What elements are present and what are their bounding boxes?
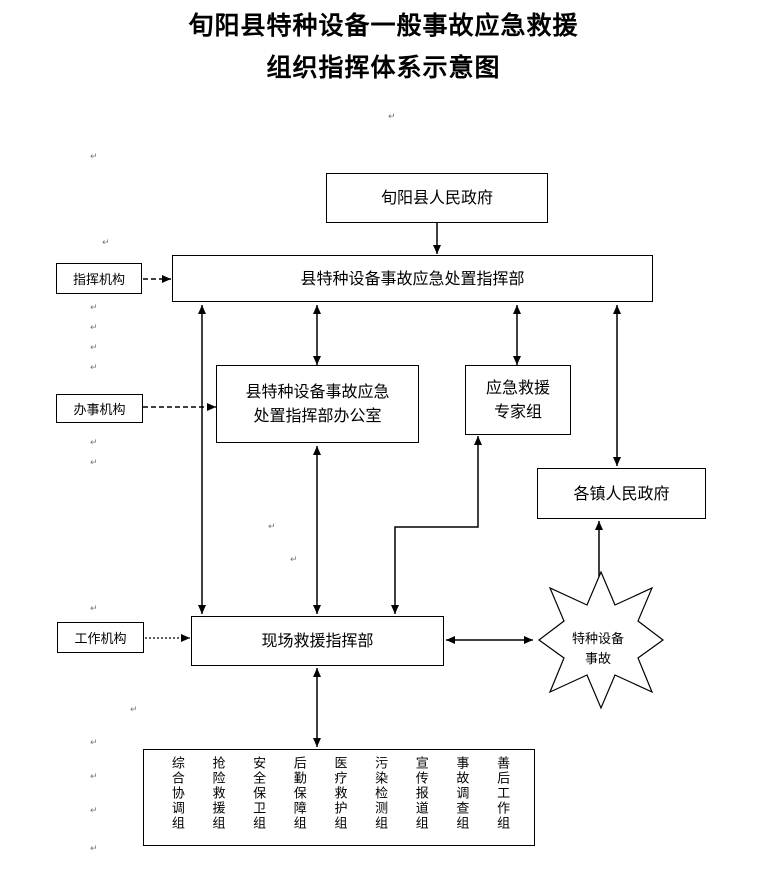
command-headquarters-label: 县特种设备事故应急处置指挥部	[300, 268, 525, 288]
group-item: 善后工作组	[494, 756, 510, 831]
paragraph-mark: ↵	[268, 522, 276, 532]
paragraph-mark: ↵	[90, 458, 98, 468]
group-item: 宣传报道组	[412, 756, 428, 831]
paragraph-mark: ↵	[90, 152, 98, 162]
group-item: 事故调查组	[453, 756, 469, 831]
paragraph-mark: ↵	[90, 604, 98, 614]
paragraph-mark: ↵	[90, 772, 98, 782]
work-organ-label: 工作机构	[74, 632, 127, 647]
paragraph-mark: ↵	[90, 738, 98, 748]
group-item: 抢险救援组	[209, 756, 225, 831]
office-organ-label-box: 办事机构	[56, 394, 143, 423]
paragraph-mark: ↵	[90, 438, 98, 448]
expert-group-label-line1: 应急救援	[485, 378, 550, 397]
group-item: 综合协调组	[168, 756, 184, 831]
paragraph-mark: ↵	[90, 844, 98, 854]
command-organ-label: 指挥机构	[72, 273, 125, 288]
paragraph-mark: ↵	[90, 806, 98, 816]
accident-burst-shape	[537, 570, 665, 710]
county-government-label: 旬阳县人民政府	[380, 188, 493, 207]
town-government-box: 各镇人民政府	[537, 468, 706, 519]
hq-office-label-line1: 县特种设备事故应急	[245, 382, 390, 401]
accident-label-line2: 事故	[584, 652, 611, 668]
command-organ-label-box: 指挥机构	[56, 263, 142, 294]
group-item: 后勤保障组	[290, 756, 306, 831]
paragraph-mark: ↵	[90, 323, 98, 333]
paragraph-mark: ↵	[90, 363, 98, 373]
paragraph-mark: ↵	[388, 112, 396, 122]
site-command-label: 现场救援指挥部	[261, 631, 374, 650]
paragraph-mark: ↵	[290, 555, 298, 565]
command-headquarters-box: 县特种设备事故应急处置指挥部	[172, 255, 653, 302]
group-item: 医疗救护组	[331, 756, 347, 831]
group-item: 污染检测组	[372, 756, 388, 831]
paragraph-mark: ↵	[90, 343, 98, 353]
town-government-label: 各镇人民政府	[573, 483, 670, 503]
diagram-title-line1: 旬阳县特种设备一般事故应急救援	[188, 11, 579, 40]
paragraph-mark: ↵	[90, 303, 98, 313]
office-organ-label: 办事机构	[73, 403, 126, 418]
group-item: 安全保卫组	[250, 756, 266, 831]
diagram-title-line2: 组织指挥体系示意图	[266, 53, 501, 82]
accident-label-line1: 特种设备	[571, 632, 624, 647]
county-government-box: 旬阳县人民政府	[326, 173, 548, 223]
site-command-box: 现场救援指挥部	[191, 616, 444, 666]
work-organ-label-box: 工作机构	[57, 622, 144, 653]
hq-office-label-line2: 处置指挥部办公室	[253, 406, 382, 425]
hq-office-box: 县特种设备事故应急 处置指挥部办公室	[216, 365, 419, 443]
paragraph-mark: ↵	[130, 705, 138, 715]
working-groups-box: 综合协调组 抢险救援组 安全保卫组 后勤保障组 医疗救护组 污染检测组 宣传报道…	[143, 749, 535, 846]
expert-group-box: 应急救援 专家组	[465, 365, 571, 435]
paragraph-mark: ↵	[102, 238, 110, 248]
expert-group-label-line2: 专家组	[493, 402, 542, 421]
link-site-expert	[391, 436, 482, 614]
accident-label: 特种设备 事故	[552, 630, 644, 670]
